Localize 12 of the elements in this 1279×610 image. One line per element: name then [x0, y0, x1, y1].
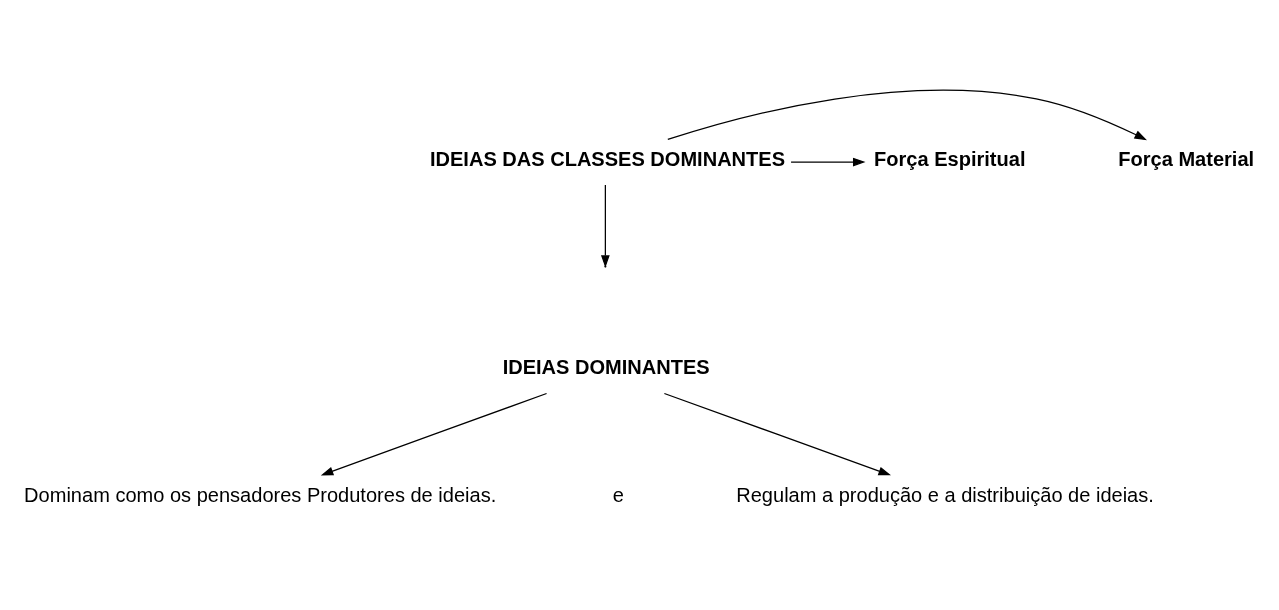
- arrow: [663, 392, 891, 476]
- node-text: Dominam como os pensadores Produtores de ideias.: [24, 484, 497, 507]
- node-text: IDEIAS DOMINANTES: [502, 356, 710, 379]
- arrow: [790, 157, 866, 167]
- node-text: Regulam a produção e a distribuição de ideias.: [736, 484, 1154, 507]
- node-text: IDEIAS DAS CLASSES DOMINANTES: [429, 147, 786, 170]
- arrow: [320, 392, 548, 476]
- arrow: [600, 184, 610, 268]
- node-text: Força Material: [1118, 147, 1255, 170]
- node-text: Força Espiritual: [874, 147, 1026, 170]
- arrow: [667, 89, 1147, 141]
- label: e: [612, 484, 625, 507]
